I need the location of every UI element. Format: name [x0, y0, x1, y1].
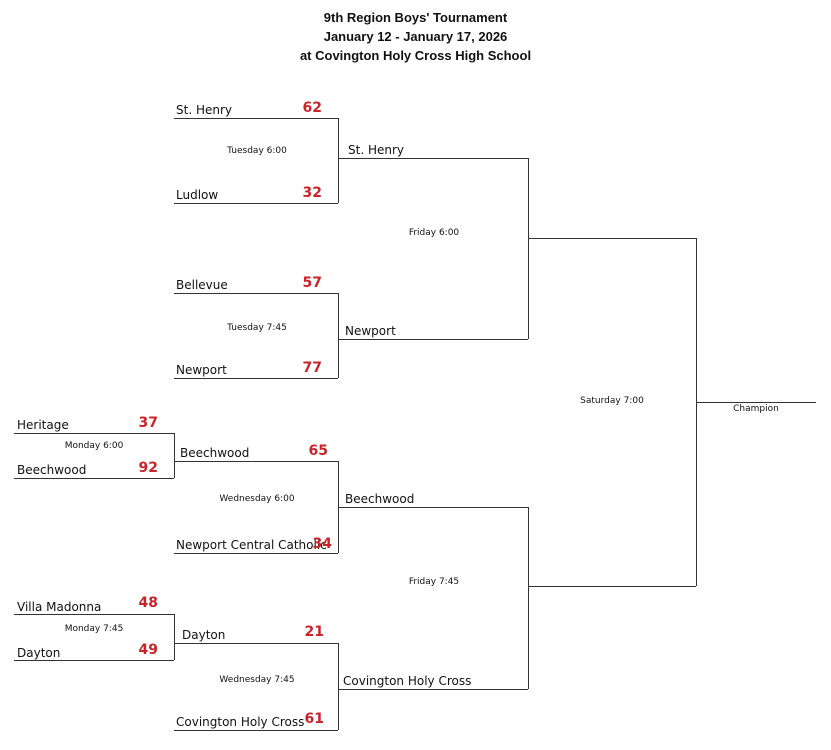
- bracket-line: [174, 203, 338, 204]
- bracket-line: [338, 118, 339, 203]
- game-time: Friday 6:00: [408, 228, 460, 238]
- team-score: 57: [302, 275, 322, 291]
- team-score: 65: [308, 443, 328, 459]
- bracket-line: [338, 158, 528, 159]
- bracket-line: [174, 433, 175, 478]
- game-time: Friday 7:45: [408, 577, 460, 587]
- team-name: Ludlow: [176, 188, 219, 202]
- bracket-line: [338, 339, 528, 340]
- team-score: 61: [304, 711, 324, 727]
- game-time: Tuesday 7:45: [227, 323, 287, 333]
- team-score: 92: [138, 460, 158, 476]
- tournament-venue: at Covington Holy Cross High School: [299, 48, 532, 63]
- team-name: Dayton: [182, 628, 226, 642]
- team-score: 48: [138, 595, 158, 611]
- team-name: Covington Holy Cross: [176, 715, 305, 729]
- bracket-line: [174, 614, 175, 660]
- team-name: Bellevue: [176, 278, 228, 292]
- bracket-line: [14, 660, 174, 661]
- tournament-title: 9th Region Boys' Tournament: [323, 10, 508, 25]
- team-score: 62: [302, 100, 322, 116]
- team-score: 77: [302, 360, 322, 376]
- bracket-line: [174, 118, 338, 119]
- game-time: Saturday 7:00: [580, 396, 644, 406]
- bracket-line: [14, 433, 174, 434]
- tournament-dates: January 12 - January 17, 2026: [323, 29, 508, 44]
- bracket-line: [528, 507, 529, 689]
- team-name: Heritage: [17, 418, 69, 432]
- team-score: 32: [302, 185, 322, 201]
- bracket-line: [14, 614, 174, 615]
- bracket-line: [338, 689, 528, 690]
- team-name: Beechwood: [17, 463, 87, 477]
- bracket-line: [696, 238, 697, 586]
- bracket-line: [528, 158, 529, 339]
- team-name: St. Henry: [176, 103, 232, 117]
- game-time: Tuesday 6:00: [227, 146, 287, 156]
- game-time: Monday 6:00: [64, 441, 124, 451]
- team-name: Villa Madonna: [17, 600, 102, 614]
- bracket-line: [338, 507, 528, 508]
- game-time: Monday 7:45: [64, 624, 124, 634]
- bracket-line: [528, 238, 696, 239]
- team-name: Beechwood: [345, 492, 415, 506]
- team-score: 49: [138, 642, 158, 658]
- bracket-line: [338, 643, 339, 730]
- bracket-line: [174, 643, 338, 644]
- team-name: Newport: [345, 324, 396, 338]
- bracket-line: [14, 478, 174, 479]
- bracket-line: [174, 730, 338, 731]
- team-name: Beechwood: [180, 446, 250, 460]
- bracket-line: [338, 293, 339, 378]
- team-name: Newport: [176, 363, 227, 377]
- champion-line: [696, 402, 816, 403]
- team-name: Newport Central Catholic: [176, 538, 327, 552]
- bracket-line: [174, 461, 338, 462]
- team-name: Covington Holy Cross: [343, 674, 472, 688]
- bracket-line: [528, 586, 696, 587]
- team-name: Dayton: [17, 646, 61, 660]
- bracket-line: [174, 553, 338, 554]
- team-score: 34: [312, 536, 332, 552]
- game-time: Wednesday 7:45: [219, 675, 295, 685]
- game-time: Wednesday 6:00: [219, 494, 295, 504]
- team-score: 37: [138, 415, 158, 431]
- team-name: St. Henry: [348, 143, 404, 157]
- team-score: 21: [304, 624, 324, 640]
- bracket-line: [174, 378, 338, 379]
- bracket-line: [174, 293, 338, 294]
- champion-label: Champion: [733, 404, 779, 414]
